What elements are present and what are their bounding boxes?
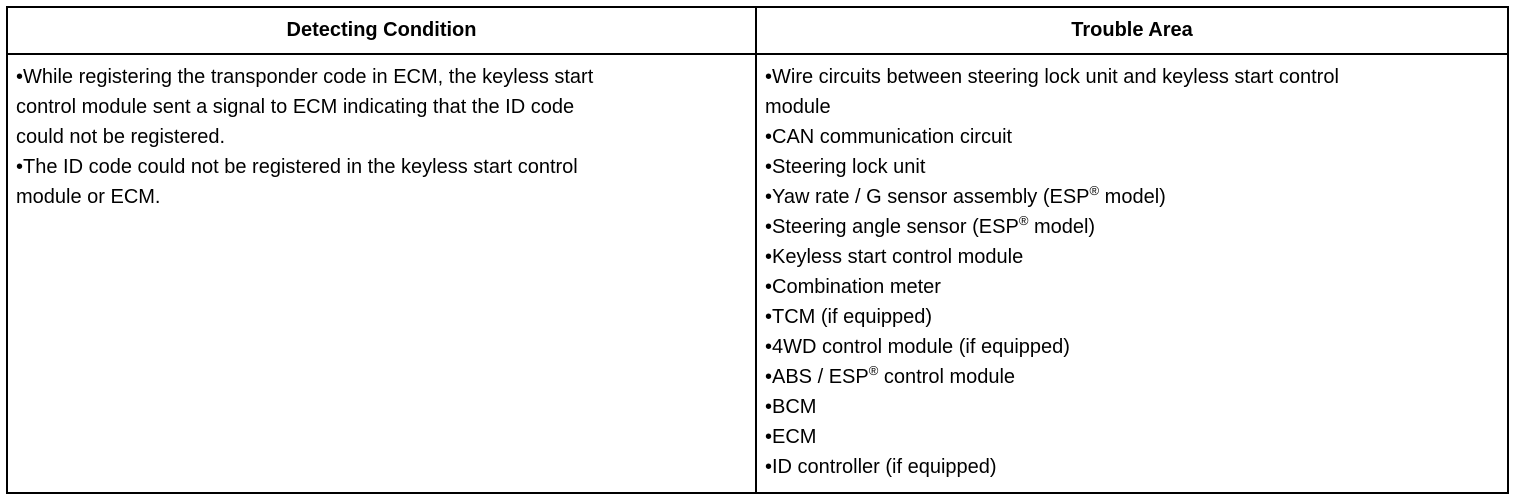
detecting-condition-cell: •While registering the transponder code …	[6, 53, 757, 494]
detecting-condition-header: Detecting Condition	[6, 6, 757, 55]
trouble-line: •BCM	[765, 396, 817, 418]
registered-mark: ®	[1018, 213, 1029, 228]
trouble-area-cell: •Wire circuits between steering lock uni…	[755, 53, 1509, 494]
table-row: •While registering the transponder code …	[6, 53, 1509, 494]
trouble-line: •ECM	[765, 426, 817, 448]
trouble-line: •Wire circuits between steering lock uni…	[765, 66, 1339, 88]
trouble-line: •CAN communication circuit	[765, 126, 1013, 148]
trouble-line: •Steering lock unit	[765, 156, 926, 178]
trouble-line: module	[765, 96, 831, 118]
registered-mark: ®	[1089, 183, 1100, 198]
detecting-line: •While registering the transponder code …	[16, 66, 594, 88]
diagnosis-table: Detecting Condition Trouble Area •While …	[6, 6, 1509, 494]
trouble-line: •Combination meter	[765, 276, 941, 298]
detecting-line: module or ECM.	[16, 186, 161, 208]
detecting-line: control module sent a signal to ECM indi…	[16, 96, 575, 118]
registered-mark: ®	[868, 363, 879, 378]
trouble-line: •TCM (if equipped)	[765, 306, 933, 328]
trouble-line: •Yaw rate / G sensor assembly (ESP® mode…	[765, 183, 1166, 208]
detecting-line: could not be registered.	[16, 126, 226, 148]
trouble-line: •ID controller (if equipped)	[765, 456, 997, 478]
trouble-area-header: Trouble Area	[755, 6, 1509, 55]
table-header-row: Detecting Condition Trouble Area	[6, 6, 1509, 55]
detecting-line: •The ID code could not be registered in …	[16, 156, 578, 178]
trouble-line: •ABS / ESP® control module	[765, 363, 1016, 388]
trouble-line: •4WD control module (if equipped)	[765, 336, 1070, 358]
trouble-line: •Steering angle sensor (ESP® model)	[765, 213, 1096, 238]
trouble-line: •Keyless start control module	[765, 246, 1024, 268]
